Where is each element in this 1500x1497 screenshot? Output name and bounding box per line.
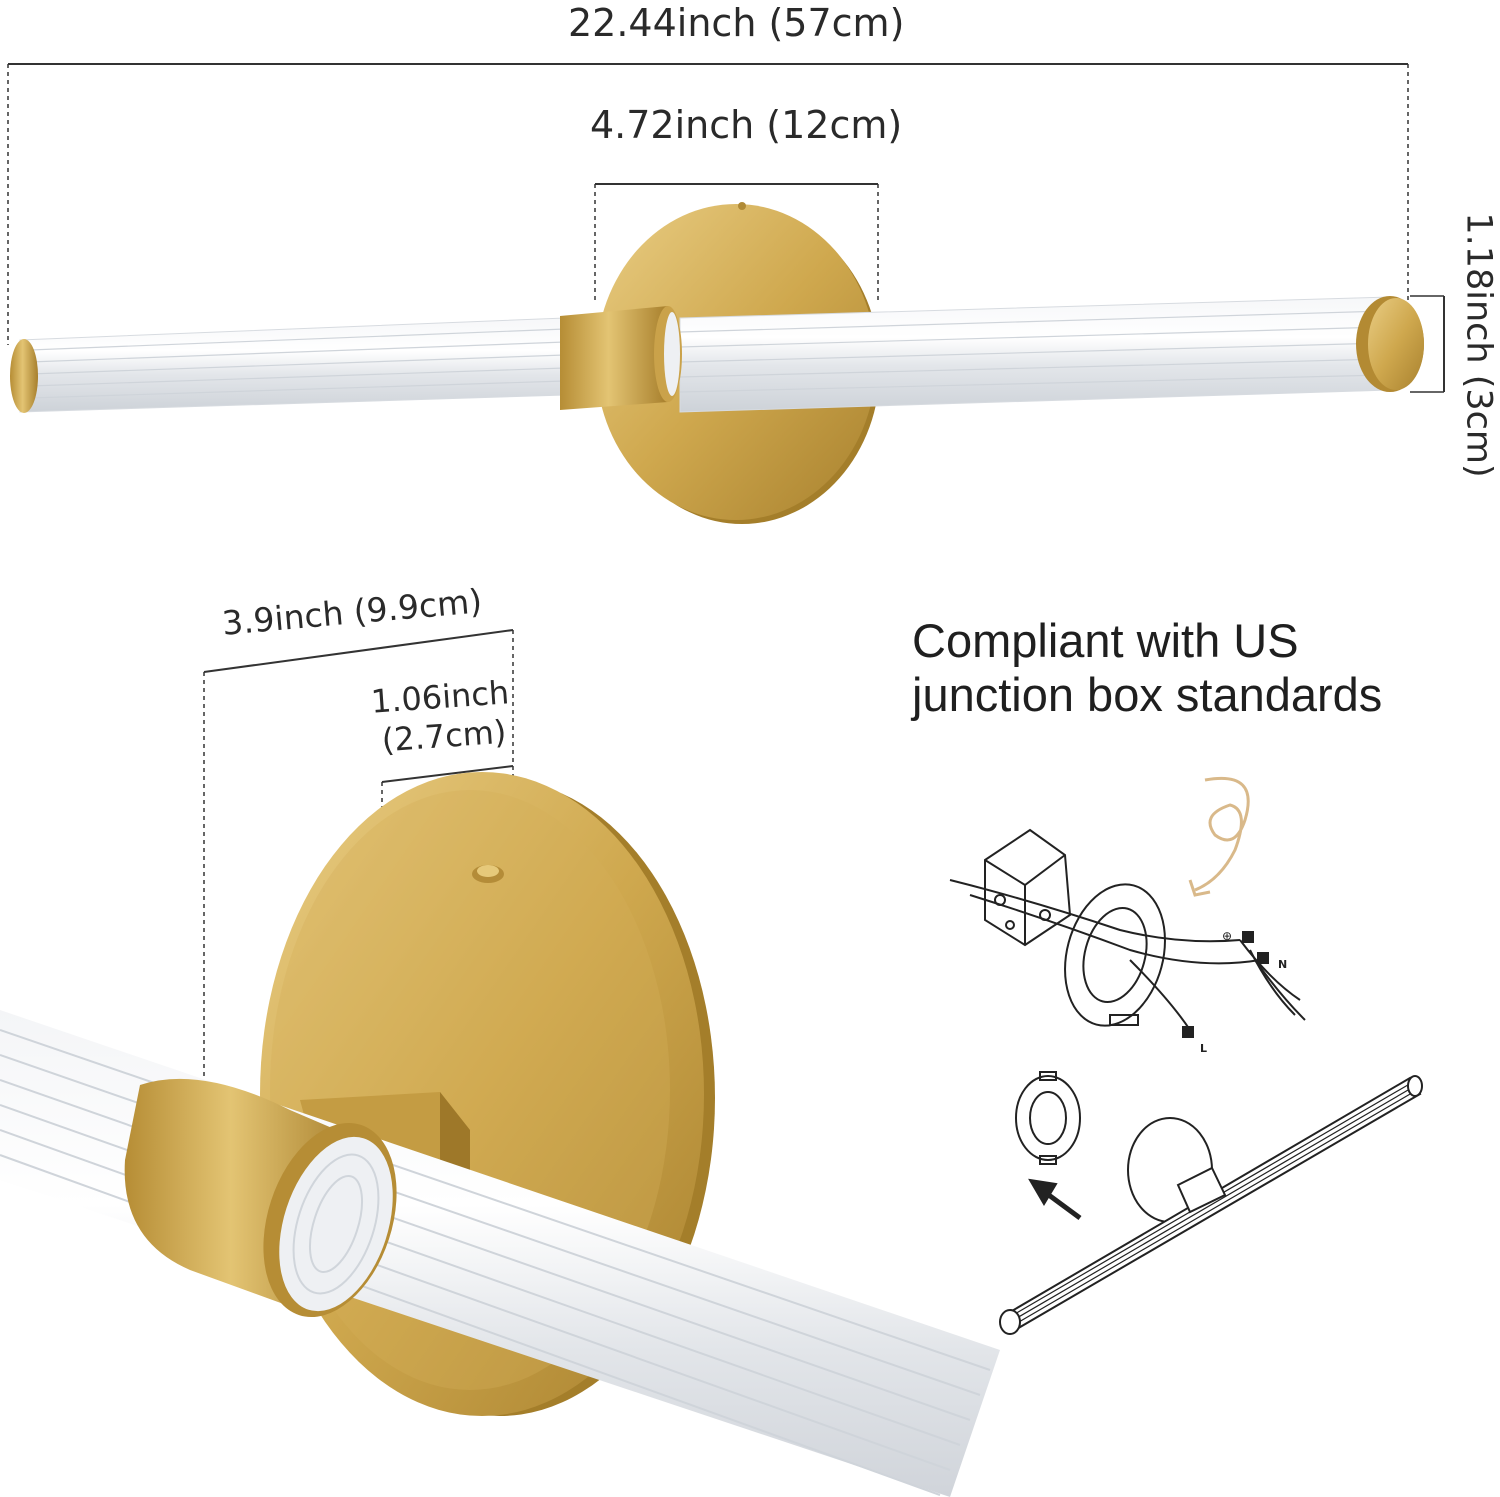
- backplate-width-label: 4.72inch (12cm): [590, 103, 903, 147]
- closeup-fixture: [0, 772, 1000, 1497]
- arm-length-metric-label: (2.7cm): [380, 712, 508, 760]
- depth-dimension-line: [203, 629, 514, 1215]
- top-fixture: [10, 202, 1424, 524]
- compliance-heading: Compliant with US junction box standards: [912, 614, 1382, 722]
- arm-length-label: 1.06inch: [369, 673, 511, 721]
- tube-diameter-label: 1.18inch (3cm): [1458, 212, 1499, 478]
- neutral-label: N: [1278, 958, 1287, 971]
- backplate-dimension-line: [594, 183, 879, 300]
- live-label: L: [1200, 1042, 1207, 1055]
- ground-label: ⊕: [1222, 929, 1232, 943]
- total-length-label: 22.44inch (57cm): [568, 1, 905, 45]
- compliance-line-2: junction box standards: [912, 668, 1383, 721]
- tube-diameter-dimension-line: [1410, 295, 1445, 393]
- junction-box-diagram: ⊕ N L: [949, 776, 1423, 1335]
- compliance-line-1: Compliant with US: [912, 614, 1299, 667]
- total-length-dimension-line: [7, 63, 1409, 345]
